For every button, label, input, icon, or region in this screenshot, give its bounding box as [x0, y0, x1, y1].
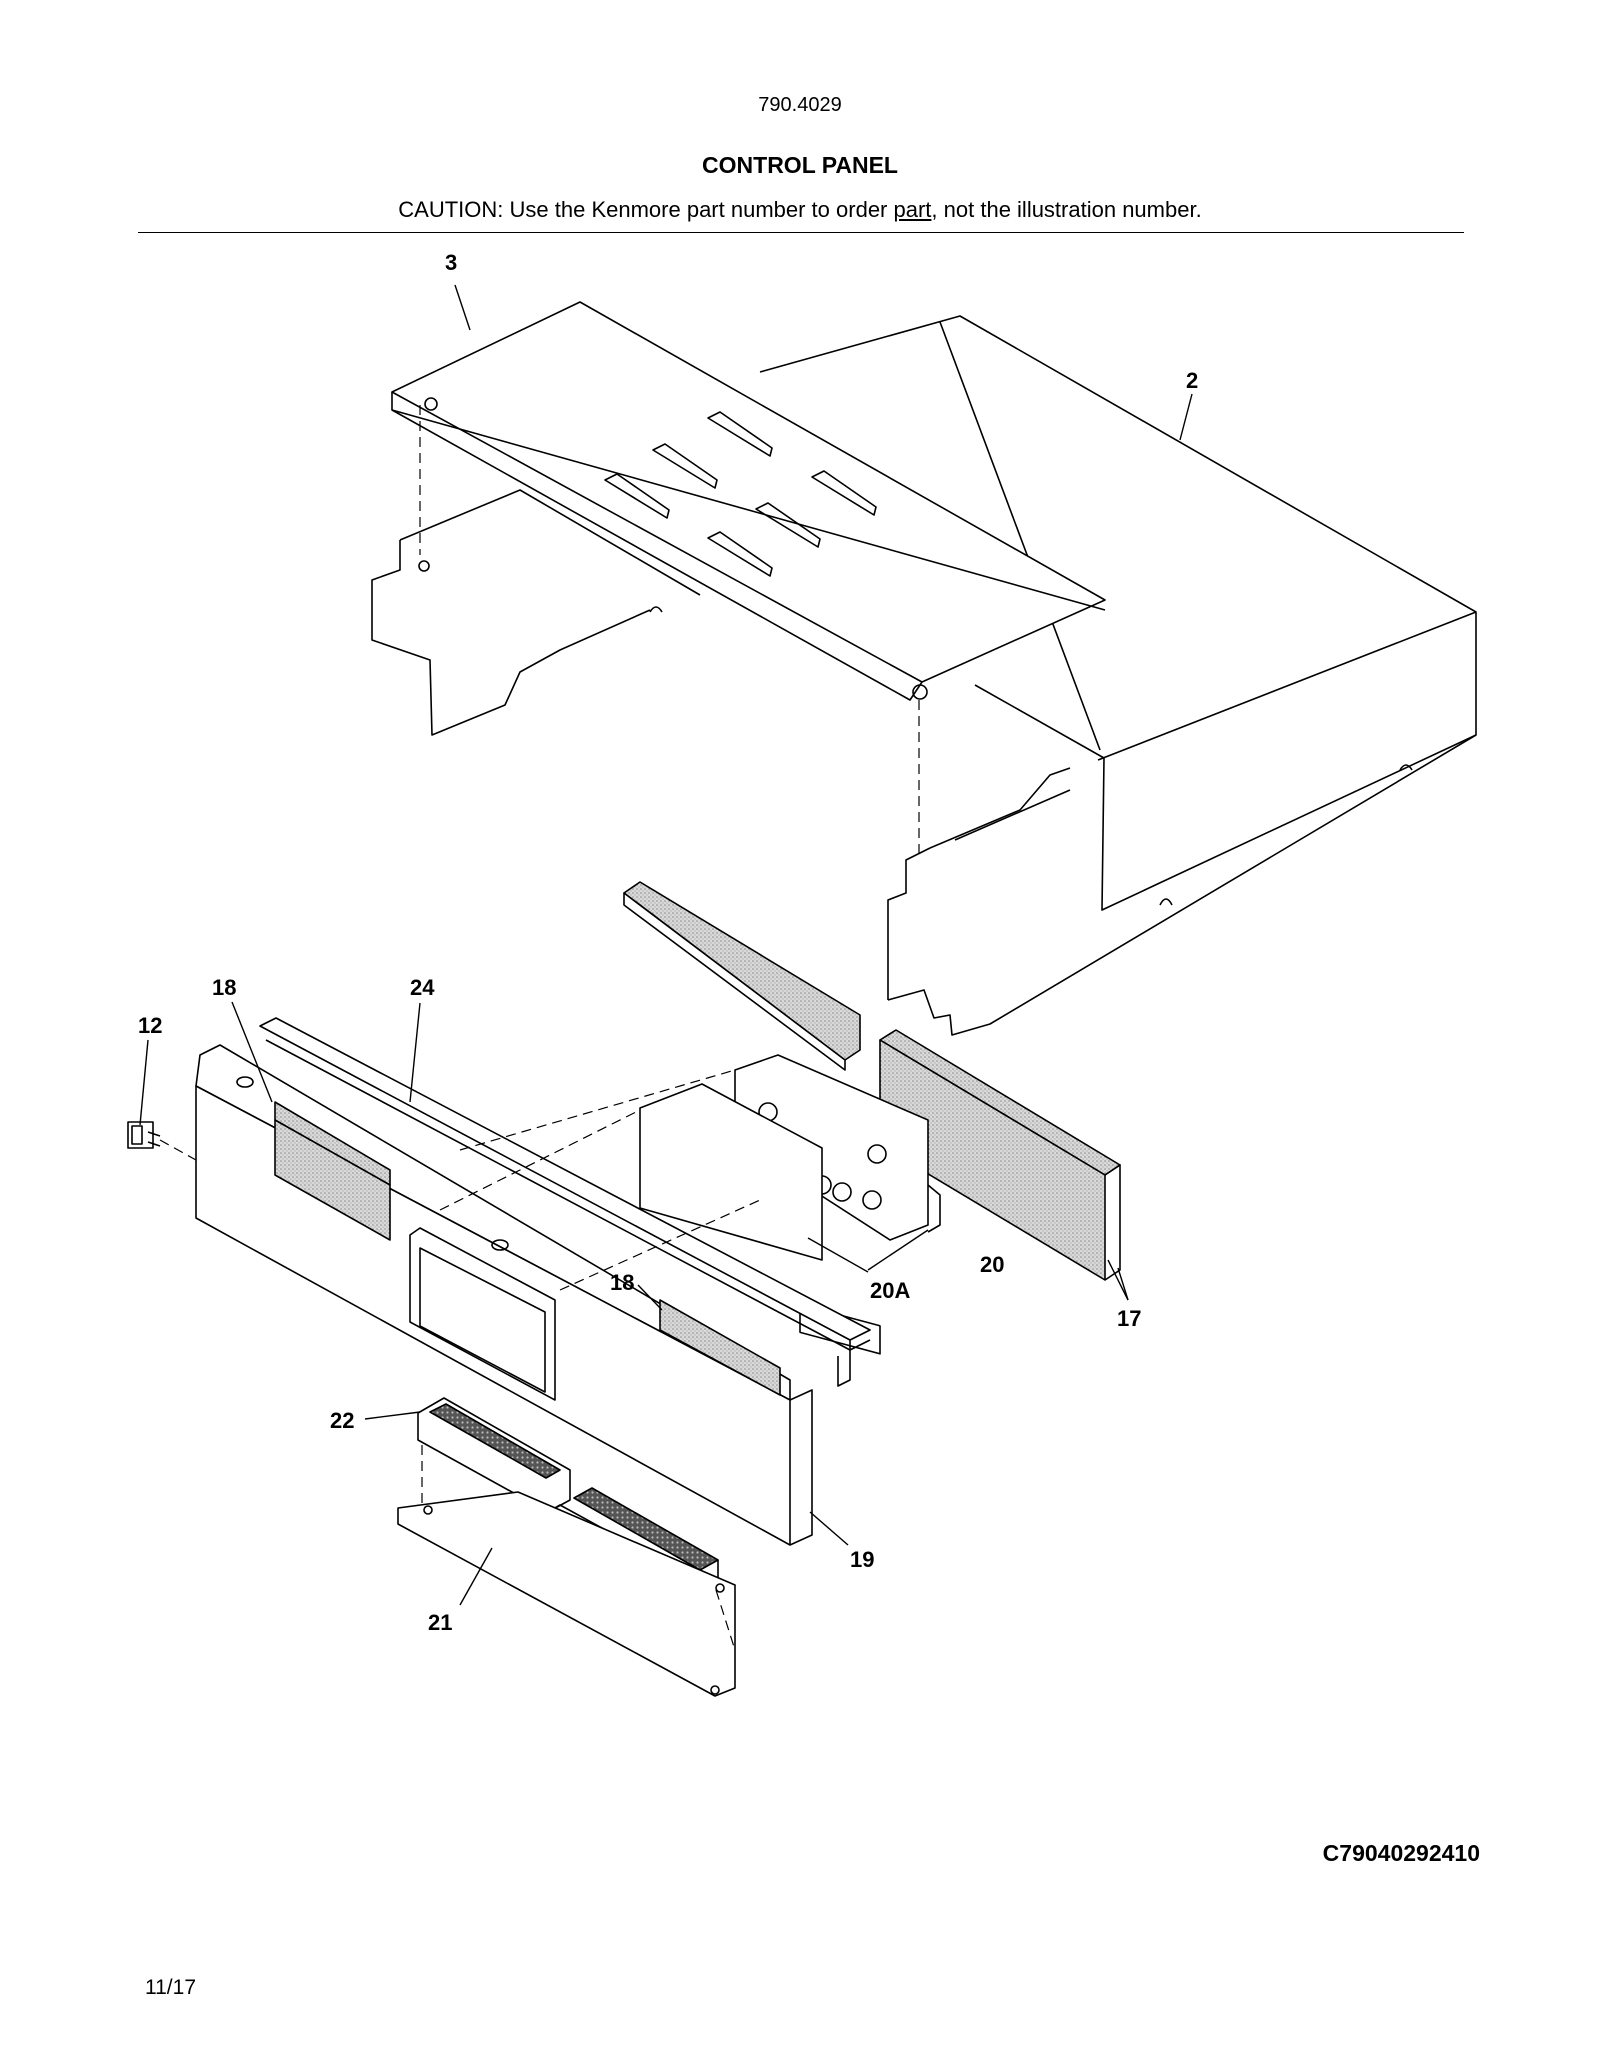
- caution-suffix: , not the illustration number.: [931, 197, 1202, 222]
- header-rule: [138, 232, 1464, 233]
- callout-labels: 3 2 18 24 12 20 20A 17 18 22 19 21: [138, 250, 1198, 1635]
- callout-18-left: 18: [212, 975, 236, 1000]
- callout-3: 3: [445, 250, 457, 275]
- model-number: 790.4029: [758, 94, 842, 116]
- vent-grille-part-22: [417, 1397, 719, 1586]
- callout-20: 20: [980, 1252, 1004, 1277]
- caution-underlined: part: [893, 197, 932, 222]
- panel-frame-part-24: [259, 1017, 871, 1387]
- revision-date: 11/17: [145, 1976, 196, 1999]
- callout-20a: 20A: [870, 1278, 910, 1303]
- caution-note: CAUTION: Use the Kenmore part number to …: [0, 197, 1600, 223]
- bottom-plate-part-21: [397, 1491, 736, 1697]
- callout-19: 19: [850, 1547, 874, 1572]
- page-title: CONTROL PANEL: [702, 152, 898, 178]
- callout-22: 22: [330, 1408, 354, 1433]
- drawing-code: C79040292410: [1322, 1840, 1480, 1866]
- insulation-strips-part-17: [623, 881, 1121, 1281]
- switch-part-12: [127, 1121, 161, 1149]
- leader-lines: [139, 284, 1193, 1606]
- callout-17: 17: [1117, 1306, 1141, 1331]
- cover-vents: [604, 411, 877, 577]
- callout-2: 2: [1186, 368, 1198, 393]
- callout-21: 21: [428, 1610, 452, 1635]
- left-side-bracket: [371, 489, 701, 736]
- panel-housing-part-19: [195, 1044, 813, 1546]
- callout-24: 24: [410, 975, 435, 1000]
- callout-12: 12: [138, 1013, 162, 1038]
- display-window-part-20a: [639, 1083, 823, 1261]
- top-cover-part-3: [391, 301, 1106, 701]
- rear-housing-part-2: [759, 315, 1477, 1036]
- assembly-guide-lines: [159, 405, 920, 1651]
- callout-18-right: 18: [610, 1270, 634, 1295]
- caution-prefix: CAUTION: Use the Kenmore part number to …: [398, 197, 894, 222]
